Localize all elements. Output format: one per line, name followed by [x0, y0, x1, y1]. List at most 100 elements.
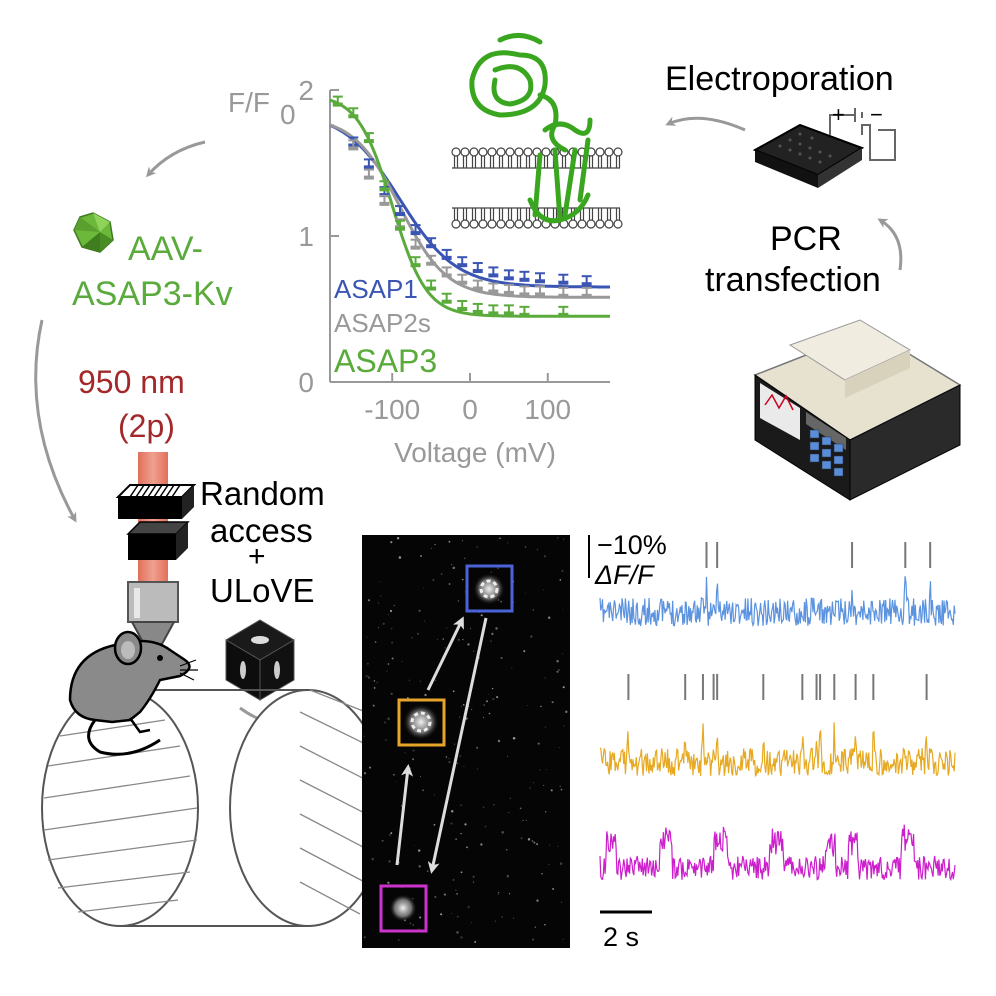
two-photon-field-of-view [362, 535, 570, 948]
data-point-asap3 [379, 180, 390, 192]
protein-structure-icon [451, 33, 623, 229]
data-point-asap1 [558, 273, 569, 285]
electroporation-label: Electroporation [665, 60, 894, 98]
data-point-asap3 [472, 302, 483, 314]
data-point-asap2s [457, 273, 468, 285]
electrode-plus: + [832, 102, 845, 127]
neuron-soma-blue [473, 573, 505, 605]
data-point-asap3 [332, 95, 343, 107]
legend-asap1: ASAP1 [334, 274, 418, 304]
arrow-aav-to-microscope [34, 319, 77, 523]
aav-label-line1: AAV- [128, 230, 203, 268]
scan-arrow-orange-to-blue [426, 616, 464, 691]
aod-deflectors [115, 484, 197, 560]
y-axis-label-subscript: 0 [280, 99, 296, 130]
data-point-asap3 [503, 304, 514, 316]
data-point-asap2s [426, 254, 437, 266]
data-point-asap2s [519, 285, 530, 297]
chart-data-points [332, 95, 592, 317]
roi-box-orange [397, 698, 446, 747]
aav-label-line2: ASAP3-Kv [72, 275, 233, 313]
mouse-illustration [68, 630, 198, 756]
x-tick-label: 0 [462, 394, 478, 425]
data-point-asap1 [488, 266, 499, 278]
data-point-asap2s [503, 283, 514, 295]
data-point-asap1 [441, 248, 452, 260]
x-tick-label: -100 [364, 394, 420, 425]
data-point-asap3 [457, 300, 468, 311]
time-scale-bar: 2 s [600, 910, 652, 952]
arrow-pcr-to-electroporation [877, 218, 903, 271]
data-point-asap3 [348, 107, 359, 119]
data-point-asap1 [503, 269, 514, 281]
y-tick-label: 2 [298, 75, 314, 106]
data-point-asap2s [348, 139, 359, 151]
data-point-asap1 [472, 262, 483, 274]
data-point-asap2s [488, 282, 499, 294]
random-label: Random [200, 475, 325, 512]
scan-arrow-magenta-to-orange [395, 764, 414, 866]
transfection-label: transfection [705, 261, 881, 299]
data-point-asap3 [558, 305, 569, 317]
pcr-label: PCR [770, 220, 842, 258]
data-point-asap3 [441, 292, 452, 304]
data-point-asap1 [426, 237, 437, 249]
y-tick-label: 0 [298, 367, 314, 398]
trace-magenta-neuron [599, 824, 956, 882]
electroporation-plate-icon: + − [752, 102, 896, 188]
aav-icon [73, 212, 114, 253]
access-label: access [210, 512, 313, 549]
scale-df-label: ΔF/F [594, 560, 655, 590]
trace-orange-neuron [599, 722, 956, 778]
df-scale-bar: −10% ΔF/F [588, 530, 667, 590]
electrode-minus: − [870, 102, 883, 127]
roi-box-blue [465, 564, 514, 613]
scan-arrow-blue-to-magenta [427, 617, 488, 874]
two-photon-label: (2p) [118, 408, 175, 444]
data-point-asap2s [535, 285, 545, 297]
data-point-asap2s [363, 168, 374, 180]
ulove-label: ULoVE [210, 572, 315, 609]
data-point-asap1 [535, 272, 545, 284]
data-point-asap3 [410, 256, 421, 268]
neuron-soma-magenta [389, 894, 417, 922]
data-point-asap2s [581, 286, 592, 298]
roi-box-magenta [379, 884, 428, 933]
data-point-asap1 [410, 224, 421, 236]
data-point-asap1 [519, 270, 530, 282]
data-point-asap1 [581, 275, 592, 287]
trace-blue-neuron [599, 576, 956, 628]
data-point-asap2s [379, 194, 390, 206]
data-point-asap3 [519, 305, 530, 317]
data-point-asap2s [472, 279, 483, 291]
y-axis-label: F/F [228, 87, 270, 118]
legend-asap3: ASAP3 [334, 343, 437, 379]
plus-label: + [248, 540, 266, 573]
data-point-asap1 [457, 256, 468, 268]
y-tick-label: 1 [298, 221, 314, 252]
data-point-asap3 [488, 304, 499, 316]
data-point-asap3 [426, 279, 437, 291]
data-point-asap3 [363, 132, 374, 144]
data-point-asap2s [410, 238, 421, 250]
data-point-asap2s [441, 266, 452, 278]
voltage-traces [599, 542, 956, 882]
wavelength-label: 950 nm [78, 364, 185, 400]
arrow-to-electroporation [665, 116, 746, 132]
scale-percent-label: −10% [597, 530, 667, 560]
data-point-asap2s [558, 286, 569, 298]
data-point-asap1 [363, 158, 374, 170]
x-tick-label: 100 [524, 394, 571, 425]
x-axis-label: Voltage (mV) [394, 437, 556, 468]
neuron-soma-orange [403, 704, 439, 740]
data-point-asap3 [395, 219, 405, 231]
pcr-thermocycler-icon [753, 319, 962, 501]
scale-time-label: 2 s [603, 922, 639, 952]
arrow-plot-to-aav [146, 140, 206, 178]
data-point-asap1 [395, 205, 405, 217]
ulove-cube-icon [225, 619, 295, 701]
